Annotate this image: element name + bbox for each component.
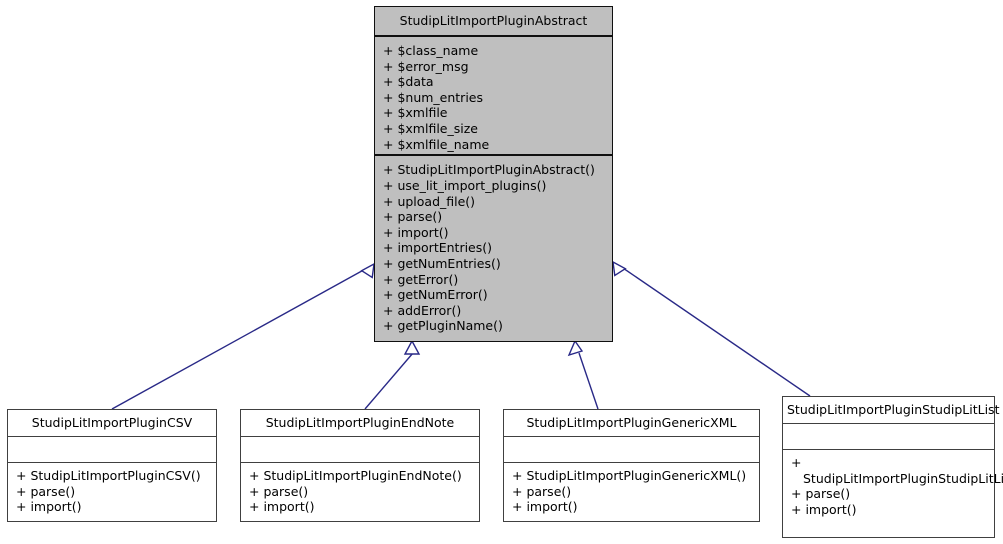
operation-item: + import() [791,501,857,517]
class-title-csv: StudipLitImportPluginCSV [8,410,216,437]
attribute-item: + $data [383,74,434,90]
class-attributes-endnote [241,437,479,463]
class-box-studip-lit-import-plugin-abstract[interactable]: StudipLitImportPluginAbstract + $class_n… [374,6,613,342]
class-title-genericxml: StudipLitImportPluginGenericXML [504,410,759,437]
operation-item: + import() [512,499,578,515]
class-operations-studiplitlist: + StudipLitImportPluginStudipLitList() +… [783,450,1003,537]
operation-item: + getError() [383,271,459,287]
operation-item: + parse() [16,483,76,499]
operation-item: + StudipLitImportPluginStudipLitList() [791,455,1003,486]
class-operations-endnote: + StudipLitImportPluginEndNote() + parse… [241,463,479,521]
operation-item: + StudipLitImportPluginCSV() [16,468,201,483]
class-box-studip-lit-import-plugin-endnote[interactable]: StudipLitImportPluginEndNote + StudipLit… [240,409,480,522]
attribute-item: + $num_entries [383,89,483,105]
operation-item: + upload_file() [383,193,476,209]
class-title-studiplitlist: StudipLitImportPluginStudipLitList [783,397,999,424]
class-operations-genericxml: + StudipLitImportPluginGenericXML() + pa… [504,463,759,521]
class-title-endnote: StudipLitImportPluginEndNote [241,410,479,437]
class-operations-csv: + StudipLitImportPluginCSV() + parse() +… [8,463,216,521]
edge-endnote-to-abstract [364,339,421,410]
attribute-item: + $xmlfile_name [383,136,490,152]
operation-item: + importEntries() [383,240,493,256]
class-attributes-abstract: + $class_name + $error_msg + $data + $nu… [375,37,612,157]
operation-item: + parse() [249,483,309,499]
attribute-item: + $xmlfile [383,105,448,121]
attribute-item: + $class_name [383,43,479,58]
operation-item: + StudipLitImportPluginAbstract() [383,162,595,178]
operation-item: + parse() [791,486,851,502]
operation-item: + StudipLitImportPluginEndNote() [249,468,462,483]
edge-csv-to-abstract [111,262,375,410]
class-attributes-csv [8,437,216,463]
operation-item: + getPluginName() [383,318,503,334]
class-attributes-genericxml [504,437,759,463]
edge-genericxml-to-abstract [567,339,599,410]
class-box-studip-lit-import-plugin-studiplitlist[interactable]: StudipLitImportPluginStudipLitList + Stu… [782,396,1003,538]
operation-item: + import() [383,224,449,240]
attribute-item: + $error_msg [383,58,469,74]
class-operations-abstract: + StudipLitImportPluginAbstract() + use_… [375,156,612,341]
class-title-abstract: StudipLitImportPluginAbstract [375,7,612,37]
operation-item: + import() [249,499,315,515]
operation-item: + StudipLitImportPluginGenericXML() [512,468,747,483]
operation-item: + import() [16,499,82,515]
class-attributes-studiplitlist [783,424,994,450]
operation-item: + parse() [383,209,443,225]
edge-studiplitlist-to-abstract [612,260,811,397]
operation-item: + getNumError() [383,287,488,303]
operation-item: + getNumEntries() [383,256,501,272]
operation-item: + parse() [512,483,572,499]
class-box-studip-lit-import-plugin-genericxml[interactable]: StudipLitImportPluginGenericXML + Studip… [503,409,760,522]
attribute-item: + $xmlfile_size [383,120,478,136]
class-box-studip-lit-import-plugin-csv[interactable]: StudipLitImportPluginCSV + StudipLitImpo… [7,409,217,522]
operation-item: + addError() [383,302,462,318]
operation-item: + use_lit_import_plugins() [383,178,547,194]
